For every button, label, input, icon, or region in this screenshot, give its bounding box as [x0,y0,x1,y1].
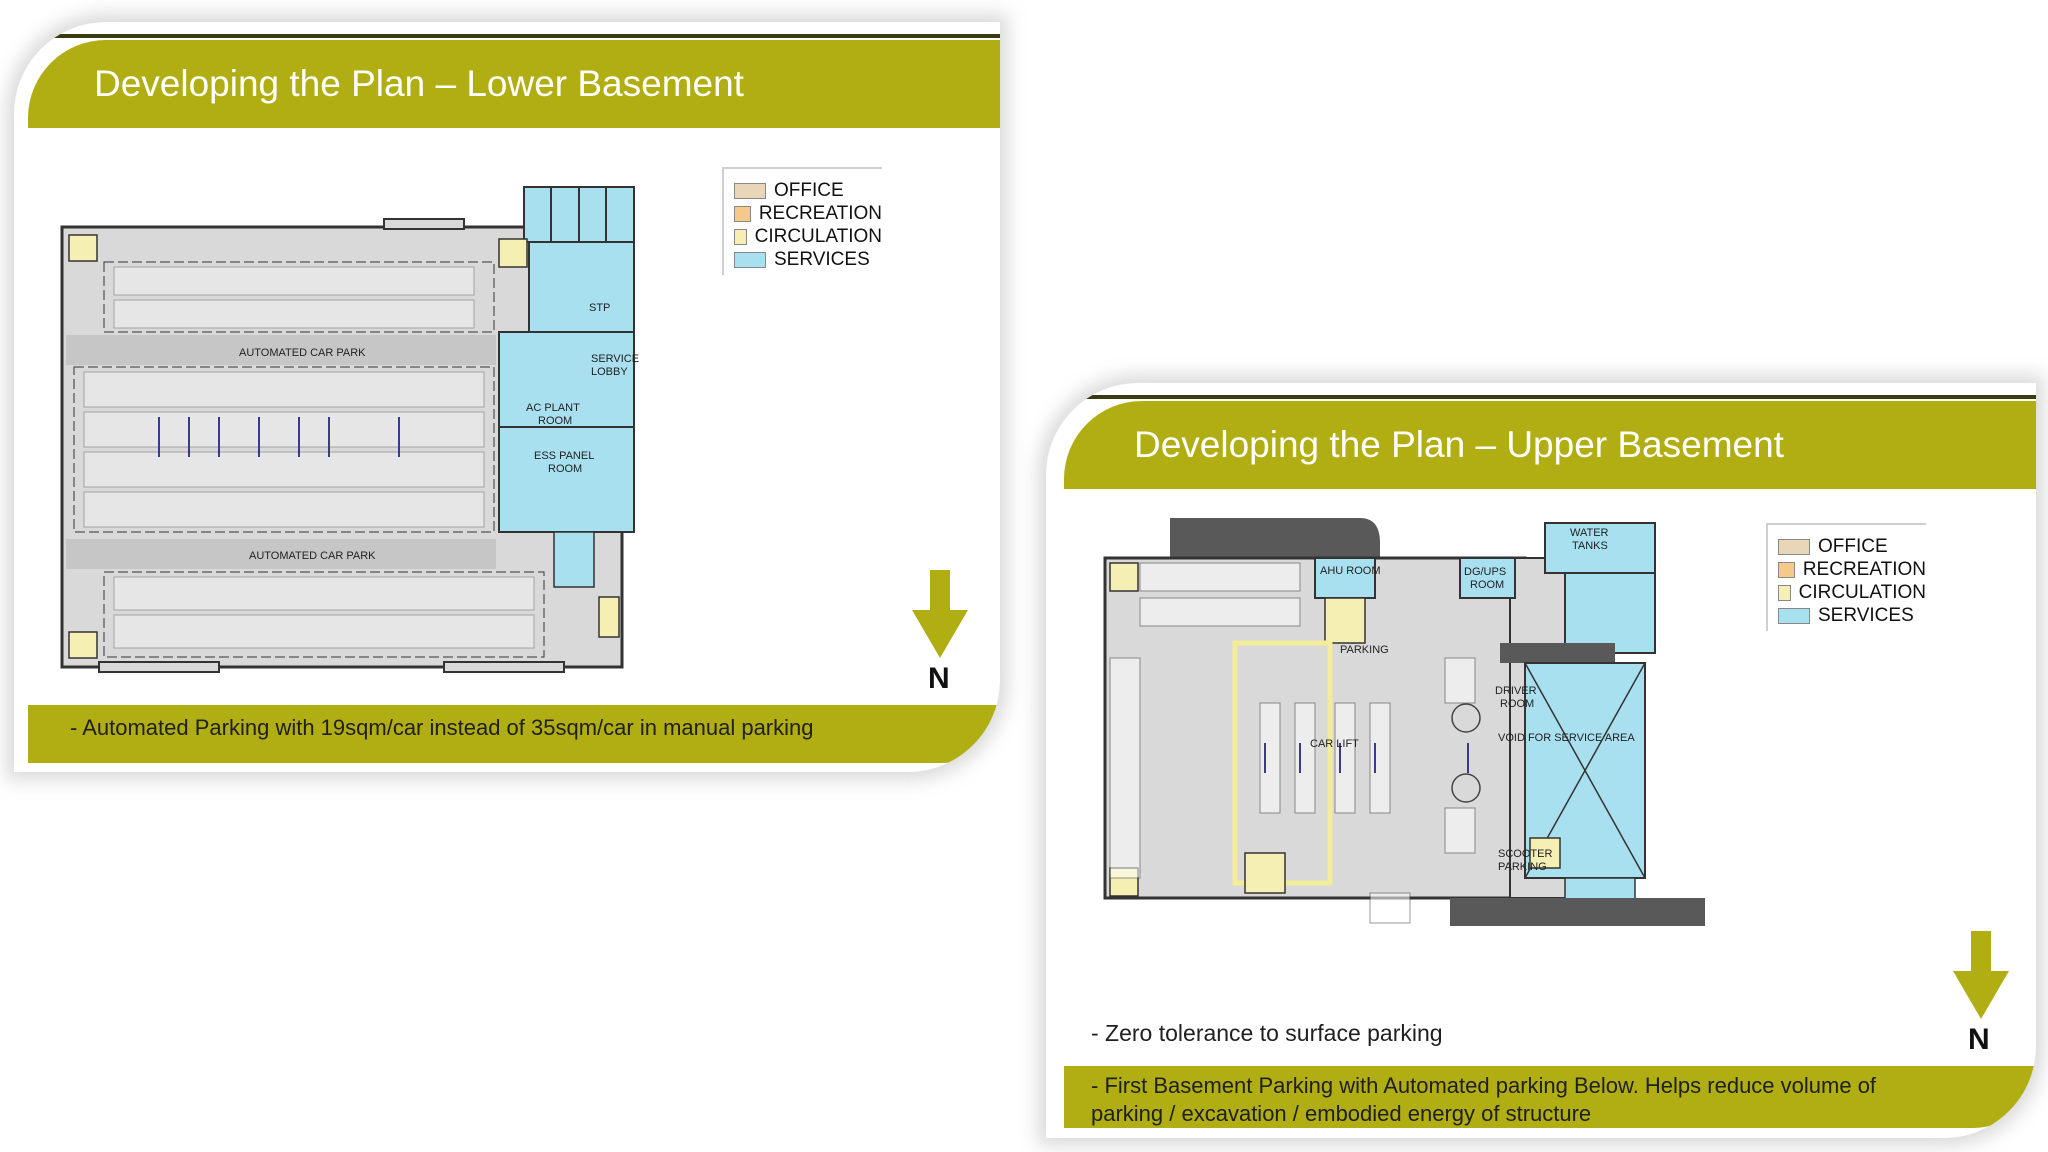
plan-label-ess-panel-1: ESS PANEL [534,450,594,462]
lower-legend: OFFICE RECREATION CIRCULATION SERVICES [722,167,882,275]
legend-swatch-circulation [734,228,747,245]
plan-label-scooter-1: SCOOTER [1498,848,1552,860]
bottom-summary-bar: - First Basement Parking with Automated … [1064,1066,2036,1128]
legend-label: RECREATION [758,202,882,224]
legend-item-office: OFFICE [1778,535,1926,558]
plan-label-service-lobby-1: SERVICE [591,353,639,365]
north-arrow-icon [912,570,968,658]
legend-label: OFFICE [1818,535,1888,557]
legend-label: OFFICE [774,179,844,201]
plan-label-dg-1: DG/UPS [1464,566,1506,578]
title-top-rule [38,34,1000,38]
plan-label-parking: PARKING [1340,644,1389,656]
legend-item-recreation: RECREATION [734,202,882,225]
plan-label-void: VOID FOR SERVICE AREA [1498,732,1635,744]
legend-swatch-recreation [734,205,751,222]
surface-parking-note: - Zero tolerance to surface parking [1091,1020,1443,1046]
upper-legend: OFFICE RECREATION CIRCULATION SERVICES [1766,523,1926,631]
north-arrow-icon [1953,931,2009,1019]
plan-label-car-park-1: AUTOMATED CAR PARK [239,347,366,359]
plan-label-car-park-2: AUTOMATED CAR PARK [249,550,376,562]
slide-title-bar: Developing the Plan – Lower Basement [28,40,1000,128]
slide-upper-basement: Developing the Plan – Upper Basement [1046,383,2036,1138]
legend-swatch-office [734,182,766,199]
plan-label-service-lobby-2: LOBBY [591,366,628,378]
legend-item-circulation: CIRCULATION [1778,581,1926,604]
legend-swatch-services [734,251,766,268]
plan-label-ess-panel-2: ROOM [548,463,582,475]
bottom-summary-text: - Automated Parking with 19sqm/car inste… [70,715,814,740]
legend-swatch-recreation [1778,561,1795,578]
legend-swatch-office [1778,538,1810,555]
plan-label-dg-2: ROOM [1470,579,1504,591]
legend-item-services: SERVICES [1778,604,1926,627]
upper-basement-floor-plan: WATER TANKS AHU ROOM DG/UPS ROOM PARKING… [1103,518,1705,926]
plan-label-ahu: AHU ROOM [1320,565,1381,577]
slide-lower-basement: Developing the Plan – Lower Basement [14,22,1000,772]
north-label: N [1968,1023,1990,1056]
bottom-summary-line-2: parking / excavation / embodied energy o… [1091,1101,1592,1126]
plan-label-ac-plant-1: AC PLANT [526,402,580,414]
slide-title-bar: Developing the Plan – Upper Basement [1064,401,2036,489]
legend-label: SERVICES [1818,604,1914,626]
legend-item-circulation: CIRCULATION [734,225,882,248]
legend-item-office: OFFICE [734,179,882,202]
plan-label-scooter-2: PARKING [1498,861,1547,873]
legend-label: CIRCULATION [754,225,882,247]
north-label: N [928,662,950,695]
plan-label-water-1: WATER [1570,527,1609,539]
plan-label-car-lift: CAR LIFT [1310,738,1359,750]
title-top-rule [1070,395,2036,399]
legend-swatch-services [1778,607,1810,624]
plan-label-water-2: TANKS [1572,540,1608,552]
lower-basement-floor-plan: AUTOMATED CAR PARK AUTOMATED CAR PARK ST… [60,186,639,673]
plan-label-driver-2: ROOM [1500,698,1534,710]
legend-swatch-circulation [1778,584,1791,601]
bottom-summary-line-1: - First Basement Parking with Automated … [1091,1073,1877,1098]
plan-label-ac-plant-2: ROOM [538,415,572,427]
legend-item-services: SERVICES [734,248,882,271]
slide-title: Developing the Plan – Lower Basement [94,63,744,104]
legend-label: CIRCULATION [1798,581,1926,603]
bottom-summary-bar: - Automated Parking with 19sqm/car inste… [28,705,1000,763]
slide-title: Developing the Plan – Upper Basement [1134,424,1784,465]
legend-label: SERVICES [774,248,870,270]
legend-label: RECREATION [1802,558,1926,580]
legend-item-recreation: RECREATION [1778,558,1926,581]
plan-label-driver-1: DRIVER [1495,685,1537,697]
plan-label-stp: STP [589,302,610,314]
